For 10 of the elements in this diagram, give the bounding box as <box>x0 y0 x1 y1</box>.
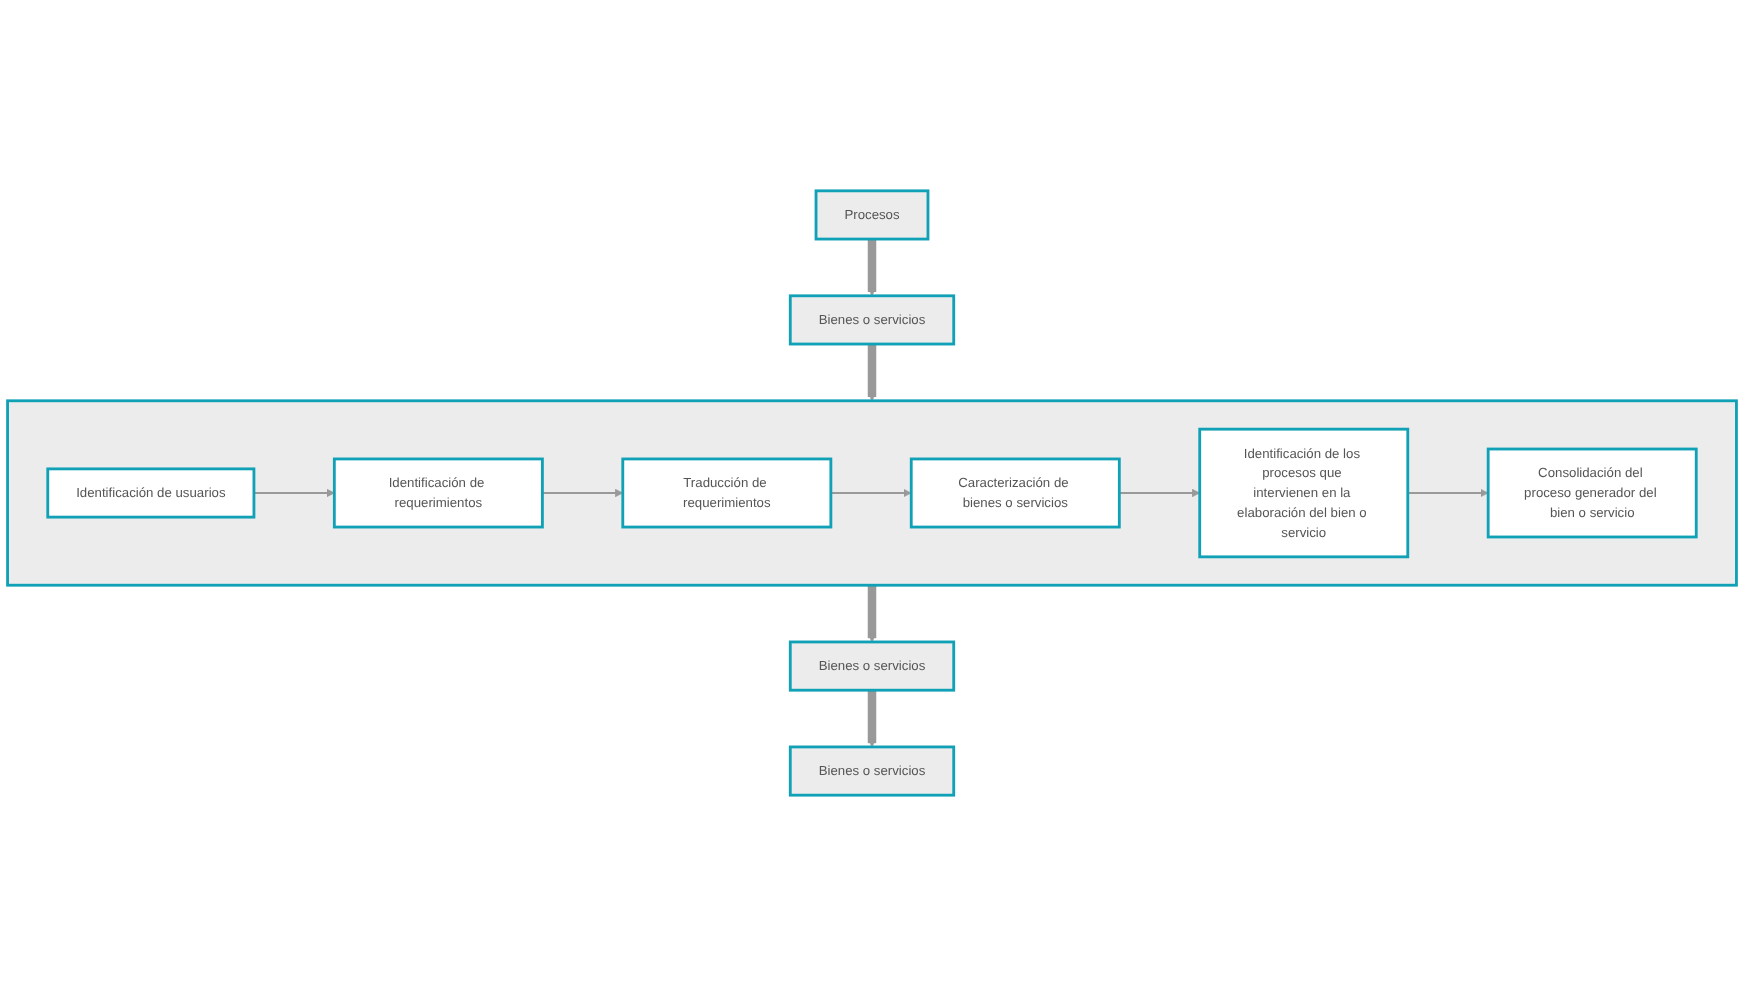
arrow <box>867 239 877 297</box>
cluster <box>6 399 1738 587</box>
arrow <box>829 488 912 498</box>
arrow <box>867 344 877 402</box>
arrow <box>1118 488 1201 498</box>
arrow <box>867 690 877 748</box>
arrow <box>867 585 877 643</box>
arrow <box>541 488 624 498</box>
arrow <box>253 488 335 498</box>
arrow <box>1406 488 1489 498</box>
